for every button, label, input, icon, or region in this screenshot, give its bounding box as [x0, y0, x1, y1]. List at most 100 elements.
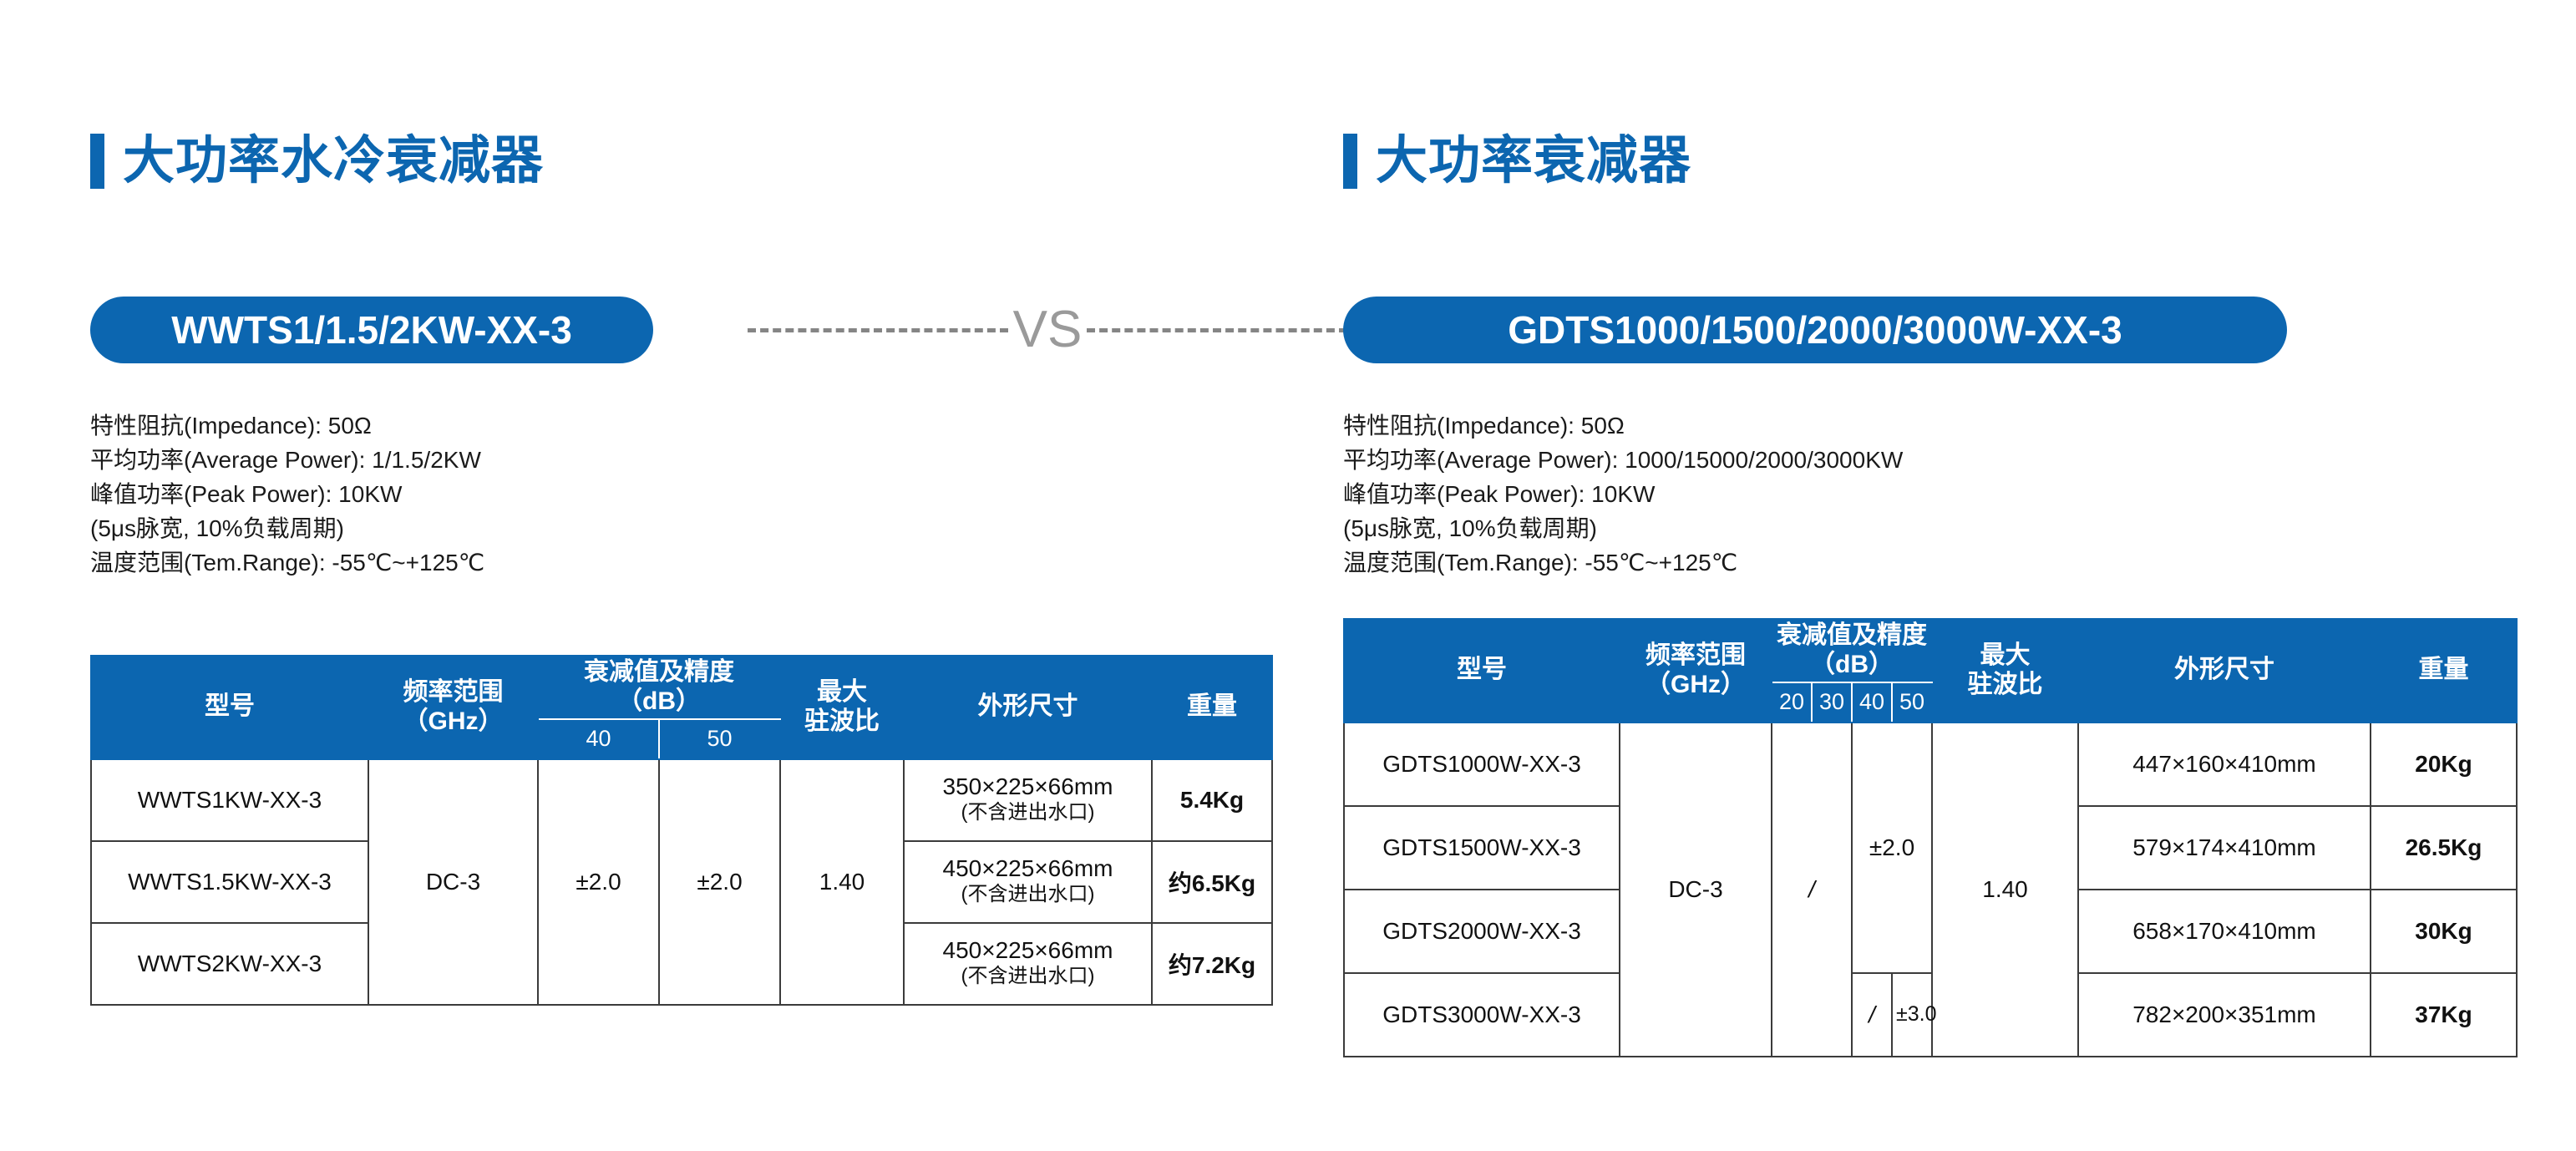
cell-model: WWTS1KW-XX-3 [90, 758, 369, 842]
cell-weight: 30Kg [2370, 888, 2518, 974]
left-model-badge[interactable]: WWTS1/1.5/2KW-XX-3 [90, 297, 653, 363]
th-model: 型号 [1343, 618, 1620, 723]
cell-weight: 约7.2Kg [1151, 921, 1273, 1006]
cell-model: GDTS3000W-XX-3 [1343, 971, 1620, 1057]
table-row: GDTS2000W-XX-3 658×170×410mm 30Kg [1343, 888, 2518, 974]
th-dimensions: 外形尺寸 [903, 655, 1153, 760]
th-weight: 重量 [2370, 618, 2518, 723]
left-page-title: 大功率水冷衰减器 [90, 134, 544, 189]
table-row: GDTS1500W-XX-3 579×174×410mm 26.5Kg [1343, 804, 2518, 890]
th-vswr: 最大 驻波比 [1931, 618, 2079, 723]
cell-atten-50-merged: ±2.0 [658, 758, 781, 1006]
right-spec-table: 型号 频率范围 （GHz） 衰减值及精度 （dB） 最大 驻波比 外形尺寸 重量 [1343, 618, 2518, 1057]
cell-dimensions-main: 350×225×66mm [942, 773, 1113, 800]
cell-atten-20-30-merged: / [1771, 721, 1853, 1057]
th-frequency-line2: （GHz） [403, 707, 504, 735]
vs-dash-left [748, 327, 1008, 332]
th-attenuation-line1: 衰减值及精度 [584, 658, 734, 686]
right-model-badge-label: GDTS1000/1500/2000/3000W-XX-3 [1508, 308, 2122, 352]
th-atten-40: 40 [537, 717, 660, 760]
cell-dimensions: 447×160×410mm [2077, 721, 2371, 807]
th-atten-40: 40 [1851, 681, 1893, 723]
th-weight: 重量 [1151, 655, 1273, 760]
th-vswr-line2: 驻波比 [804, 707, 880, 735]
left-model-badge-label: WWTS1/1.5/2KW-XX-3 [171, 308, 572, 352]
th-atten-30: 30 [1811, 681, 1853, 723]
cell-atten-40-merged: ±2.0 [537, 758, 660, 1006]
cell-dimensions: 579×174×410mm [2077, 804, 2371, 890]
spec-average-power: 平均功率(Average Power): 1/1.5/2KW [90, 447, 481, 473]
cell-atten-40-50-merged: ±2.0 [1851, 721, 1933, 974]
table-header-row-2: 20 30 40 50 [1344, 681, 2517, 723]
table-row: GDTS1000W-XX-3 DC-3 / ±2.0 1.40 447×160×… [1343, 721, 2518, 1057]
table-header-row-2: 40 50 [91, 717, 1272, 760]
vs-label: VS [1012, 301, 1083, 358]
cell-dimensions-note: (不含进出水口) [961, 964, 1095, 987]
cell-frequency-merged: DC-3 [368, 758, 539, 1006]
spec-impedance: 特性阻抗(Impedance): 50Ω [90, 413, 372, 439]
th-vswr-line1: 最大 [1980, 641, 2031, 669]
right-model-badge[interactable]: GDTS1000/1500/2000/3000W-XX-3 [1343, 297, 2287, 363]
table-row: WWTS1KW-XX-3 DC-3 ±2.0 ±2.0 1.40 350×225… [90, 758, 1273, 1006]
th-attenuation-line2: （dB） [617, 687, 701, 715]
cell-model: GDTS1000W-XX-3 [1343, 721, 1620, 807]
spec-temp-range: 温度范围(Tem.Range): -55℃~+125℃ [90, 550, 485, 576]
th-dimensions: 外形尺寸 [2077, 618, 2371, 723]
th-vswr-line1: 最大 [817, 678, 867, 706]
spec-temp-range: 温度范围(Tem.Range): -55℃~+125℃ [1343, 550, 1738, 576]
spec-peak-power: 峰值功率(Peak Power): 10KW [1343, 481, 1656, 507]
right-title-text: 大功率衰减器 [1376, 132, 1692, 190]
th-vswr-line2: 驻波比 [1967, 670, 2043, 698]
cell-dimensions-note: (不含进出水口) [961, 800, 1095, 824]
cell-vswr-merged: 1.40 [1931, 721, 2079, 1057]
th-vswr: 最大 驻波比 [779, 655, 905, 760]
th-atten-50: 50 [658, 717, 781, 760]
cell-atten-50-last: ±3.0 [1891, 971, 1936, 1057]
vs-separator: VS [748, 297, 1347, 363]
th-attenuation-group: 衰减值及精度 （dB） [1771, 618, 1933, 683]
table-header-row-1: 型号 频率范围 （GHz） 衰减值及精度 （dB） 最大 驻波比 外形尺寸 重量 [1343, 618, 2518, 723]
cell-dimensions: 450×225×66mm (不含进出水口) [903, 839, 1153, 924]
cell-atten-40-last: / [1851, 971, 1893, 1057]
th-attenuation-line2: （dB） [1810, 650, 1894, 678]
title-accent-bar [90, 134, 104, 189]
cell-dimensions: 450×225×66mm (不含进出水口) [903, 921, 1153, 1006]
cell-weight: 20Kg [2370, 721, 2518, 807]
cell-frequency-merged: DC-3 [1619, 721, 1772, 1057]
spec-pulse-note: (5μs脉宽, 10%负载周期) [90, 515, 344, 541]
cell-model: GDTS2000W-XX-3 [1343, 888, 1620, 974]
cell-model: WWTS1.5KW-XX-3 [90, 839, 369, 924]
table-row: WWTS1.5KW-XX-3 450×225×66mm (不含进出水口) 约6.… [90, 839, 1273, 924]
cell-model: WWTS2KW-XX-3 [90, 921, 369, 1006]
spec-average-power: 平均功率(Average Power): 1000/15000/2000/300… [1343, 447, 1904, 473]
table-header-row-1: 型号 频率范围 （GHz） 衰减值及精度 （dB） 最大 驻波比 外形尺寸 重量 [90, 655, 1273, 760]
cell-weight: 26.5Kg [2370, 804, 2518, 890]
spec-peak-power: 峰值功率(Peak Power): 10KW [90, 481, 403, 507]
right-spec-list: 特性阻抗(Impedance): 50Ω 平均功率(Average Power)… [1343, 409, 1903, 581]
left-spec-list: 特性阻抗(Impedance): 50Ω 平均功率(Average Power)… [90, 409, 484, 581]
table-row: GDTS3000W-XX-3 / ±3.0 782×200×351mm 37Kg [1343, 971, 2518, 1057]
left-title-text: 大功率水冷衰减器 [123, 132, 545, 190]
th-frequency-line1: 频率范围 [1645, 641, 1746, 669]
left-product-panel: 大功率水冷衰减器 WWTS1/1.5/2KW-XX-3 特性阻抗(Impedan… [90, 134, 1273, 1006]
cell-dimensions: 782×200×351mm [2077, 971, 2371, 1057]
cell-dimensions: 658×170×410mm [2077, 888, 2371, 974]
cell-model: GDTS1500W-XX-3 [1343, 804, 1620, 890]
spec-pulse-note: (5μs脉宽, 10%负载周期) [1343, 515, 1597, 541]
left-spec-table: 型号 频率范围 （GHz） 衰减值及精度 （dB） 最大 驻波比 外形尺寸 重量 [90, 655, 1273, 1006]
vs-dash-right [1087, 327, 1347, 332]
cell-dimensions-main: 450×225×66mm [942, 937, 1113, 964]
th-atten-20: 20 [1771, 681, 1813, 723]
th-attenuation-group: 衰减值及精度 （dB） [537, 655, 781, 720]
spec-impedance: 特性阻抗(Impedance): 50Ω [1343, 413, 1625, 439]
cell-dimensions-main: 450×225×66mm [942, 855, 1113, 882]
th-attenuation-line1: 衰减值及精度 [1777, 621, 1927, 649]
th-frequency: 频率范围 （GHz） [1619, 618, 1772, 723]
cell-dimensions-note: (不含进出水口) [961, 882, 1095, 905]
cell-weight: 约6.5Kg [1151, 839, 1273, 924]
cell-weight: 5.4Kg [1151, 758, 1273, 842]
th-frequency: 频率范围 （GHz） [368, 655, 539, 760]
title-accent-bar [1343, 134, 1357, 189]
cell-vswr-merged: 1.40 [779, 758, 905, 1006]
